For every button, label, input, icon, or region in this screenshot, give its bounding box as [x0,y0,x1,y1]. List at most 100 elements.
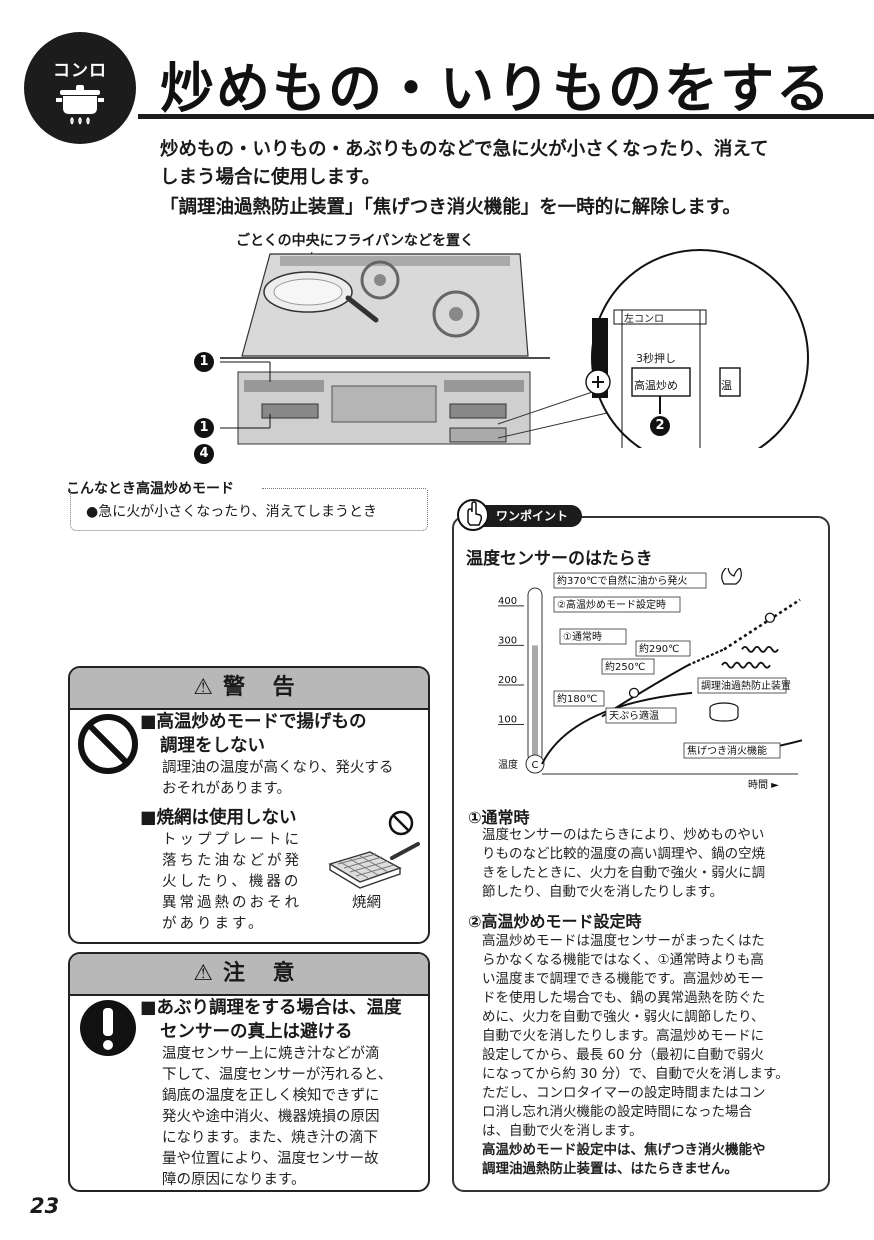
wave-250 [721,661,771,669]
warning-item1-head-b: 調理をしない [160,736,265,756]
curve-high-mode-dotted [723,598,801,651]
title-rule [138,114,874,119]
thermometer-fill [532,645,538,764]
one-point-tag: ワンポイント [466,505,583,527]
warning-item1-head-a: ■高温炒めモードで揚げもの [140,712,367,732]
mandatory-icon [80,1000,136,1056]
annotation-250: 約250℃ [605,660,645,673]
intro-line-3: 「調理油過熱防止装置」「焦げつき消火機能」を一時的に解除します。 [160,197,741,218]
annotation-normal-box [559,628,627,645]
annotation-290-box [635,640,691,657]
y-tick-300: 300 [498,635,517,646]
prohibited-icon [78,714,138,774]
one-point-box [452,516,830,1192]
warning-item2-line-4: 異常過熱のおそれ [162,895,302,911]
warning-item2-line-5: があります。 [162,916,266,932]
thermometer-bulb [525,754,545,774]
pot-icon [56,85,104,125]
marker-4: 4 [194,444,214,464]
intro-line-2: しまう場合に使用します。 [160,167,381,188]
caution-line-3: 鍋底の温度を正しく検知できずに [162,1088,380,1104]
grill-net-caption: 焼網 [352,895,381,911]
annotation-290: 約290℃ [639,642,679,655]
condition-box [70,490,428,531]
small-pot-body [709,708,739,722]
section2-line-10: ロ消し忘れ消火機能の設定時間になった場合 [482,1104,752,1120]
panel-partial-label: 温 [721,379,732,392]
annotation-scorch: 焦げつき消火機能 [687,744,767,757]
caution-line-5: になります。また、焼き汁の滴下 [162,1130,379,1146]
key-point-180 [628,687,640,699]
warning-item1-text-a: 調理油の温度が高くなり、発火する [162,760,394,776]
section2-bold-line-2: 調理油過熱防止装置は、はたらきません。 [482,1161,738,1177]
curve-high-mode [687,648,725,667]
caution-line-4: 発火や途中消火、機器焼損の原因 [162,1109,380,1125]
curve-normal-lower [541,691,693,765]
warning-item2-line-3: 火したり、機器の [162,874,302,890]
condition-item: ●急に火が小さくなったり、消えてしまうとき [86,504,377,520]
pan-callout: ごとくの中央にフライパンなどを置く [236,233,474,249]
section2-line-11: は、自動で火を消します。 [482,1123,643,1139]
caution-line-7: 障の原因になります。 [162,1172,306,1188]
konro-badge: コンロ [24,32,136,144]
stove-illustration [220,249,809,448]
annotation-180-box [553,690,605,707]
page-title: 炒めもの・いりものをする [160,57,832,120]
page-number: 23 [30,1194,60,1218]
section2-head: ②高温炒めモード設定時 [468,912,642,931]
section2-line-7: 設定してから、最長 60 分（最初に自動で弱火 [482,1047,764,1063]
caution-line-1: 温度センサー上に焼き汁などが滴 [162,1046,380,1062]
annotation-scorch-box [683,742,781,759]
y-tick-100: 100 [498,714,517,725]
section2-line-2: らかなくなる機能ではなく、①通常時よりも高 [482,952,764,968]
section1-head: ①通常時 [468,808,530,827]
flame-icon [721,568,742,585]
annotation-ignite-box [553,572,707,589]
warning-item2-head: ■焼網は使用しない [140,808,297,828]
section2-line-4: ドを使用した場合でも、鍋の異常過熱を防ぐた [482,990,766,1006]
section2-line-9: ただし、コンロタイマーの設定時間またはコン [482,1085,766,1101]
panel-hint: 3秒押し [636,352,676,365]
caution-line-2: 下して、温度センサーが汚れると、 [162,1067,393,1083]
annotation-tempura-box [605,707,677,724]
section2-line-8: になってから約 30 分）で、自動で火を消します。 [482,1066,789,1082]
section2-bold-line-1: 高温炒めモード設定中は、焦げつき消火機能や [482,1142,766,1158]
caution-box: ⚠注 意 [68,952,430,1192]
high-temp-button-label: 高温炒め [634,379,678,392]
annotation-high-mode: ②高温炒めモード設定時 [557,598,666,611]
annotation-180: 約180℃ [557,692,597,705]
badge-label: コンロ [53,61,107,81]
section2-line-1: 高温炒めモードは温度センサーがまったくはた [482,933,765,949]
key-point-370 [764,612,776,623]
panel-header: 左コンロ [624,314,664,325]
wave-290 [741,645,779,653]
warning-item2-line-1: トッププレートに [162,832,302,848]
annotation-normal: ①通常時 [563,630,602,643]
marker-2: 2 [650,416,670,436]
one-point-title: 温度センサーのはたらき [466,549,653,569]
warning-item2-line-2: 落ちた油などが発 [162,853,302,869]
y-axis-label: 温度 [498,758,518,771]
marker-1-top: 1 [194,352,214,372]
section1-line-1: 温度センサーのはたらきにより、炒めものやい [482,827,765,843]
section2-line-5: めに、火力を自動で強火・弱火に調節したり、 [482,1009,765,1025]
caution-head-b: センサーの真上は避ける [160,1022,353,1042]
caution-head-a: ■あぶり調理をする場合は、温度 [140,998,402,1018]
section1-line-2: りものなど比較的温度の高い調理や、鍋の空焼 [482,846,766,862]
warning-item1-text-b: おそれがあります。 [162,781,292,797]
condition-title: こんなとき高温炒めモード [66,481,234,497]
warning-box: ⚠警 告 [68,666,430,944]
y-tick-200: 200 [498,675,517,686]
annotation-ignite: 約370℃で自然に油から発火 [557,574,687,587]
annotation-250-box [601,658,655,675]
marker-1-bottom: 1 [194,418,214,438]
x-axis-label: 時間 ► [748,779,779,791]
small-prohibited-icon [388,810,414,836]
caution-line-6: 量や位置により、温度センサー故 [162,1151,379,1167]
pointing-hand-icon [457,499,489,531]
thermometer-bulb-label: C [532,760,539,771]
intro-line-1: 炒めもの・いりもの・あぶりものなどで急に火が小さくなったり、消えて [160,139,769,160]
section2-line-3: い温度まで調理できる機能です。高温炒めモー [482,971,764,987]
section2-line-6: 自動で火を消したりします。高温炒めモードに [482,1028,765,1044]
